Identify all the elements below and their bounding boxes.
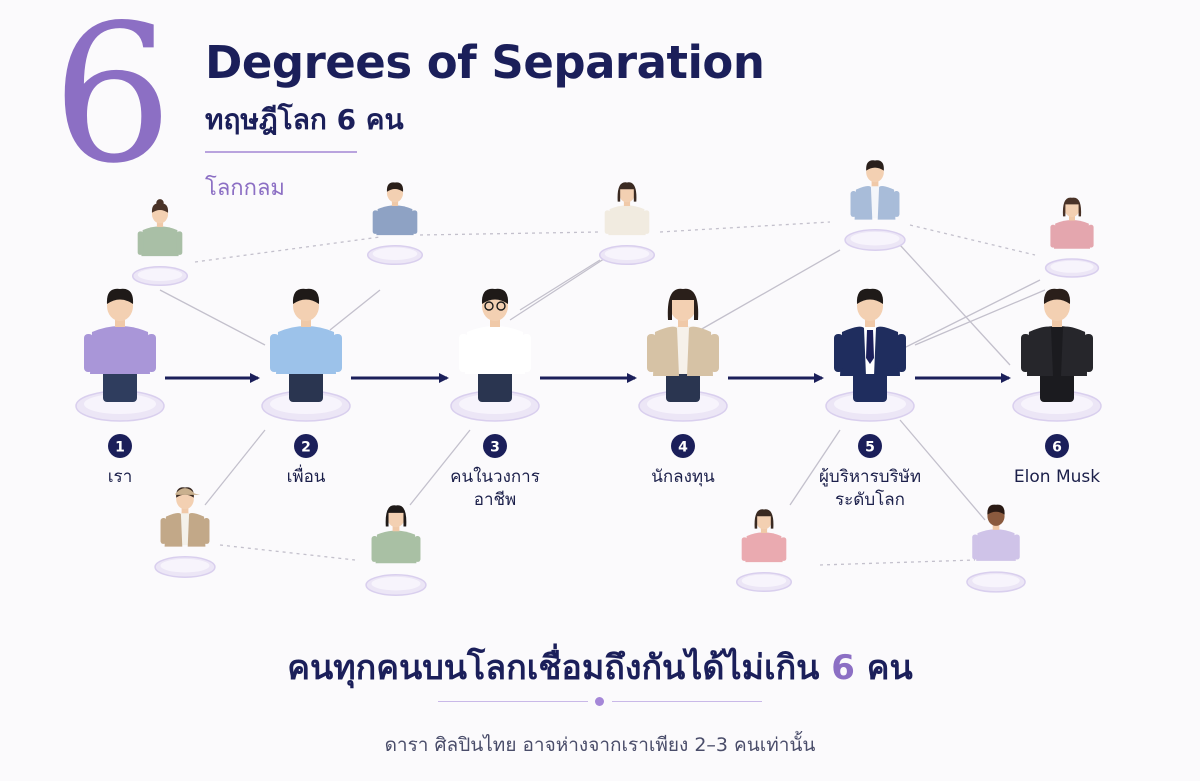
connector-line [909, 224, 1036, 256]
step-label-line: ระดับโลก [835, 489, 905, 510]
step-label-line: Elon Musk [1013, 467, 1101, 487]
person-bg-man-blue [844, 160, 906, 251]
step-label-line: เรา [107, 467, 133, 487]
person-industry [450, 288, 540, 422]
person-elon-musk [1012, 288, 1102, 422]
step-label-2: เพื่อน [221, 466, 391, 489]
title-divider [205, 151, 357, 153]
connector-line [194, 236, 381, 263]
step-badge-2: 2 [294, 434, 318, 458]
step-badge-5: 5 [858, 434, 882, 458]
footnote: ดารา ศิลปินไทย อาจห่างจากเราเพียง 2–3 คน… [384, 734, 816, 756]
connector-line [519, 259, 601, 311]
page-title: Degrees of Separation [205, 36, 765, 89]
step-badge-4: 4 [671, 434, 695, 458]
svg-text:4: 4 [678, 440, 688, 456]
person-bg-boy-backpack [366, 182, 424, 266]
connector-line [659, 221, 831, 233]
svg-text:5: 5 [865, 440, 875, 456]
step-label-5: ผู้บริหารบริษัทระดับโลก [785, 466, 955, 512]
person-executive [825, 288, 915, 422]
connector-line [819, 559, 976, 566]
step-label-1: เรา [35, 466, 205, 489]
connector-line [329, 289, 381, 331]
connector-line [899, 419, 986, 521]
step-badge-3: 3 [483, 434, 507, 458]
connector-line [204, 429, 266, 506]
connector-line [914, 289, 1046, 346]
person-bg-woman-green [131, 199, 189, 287]
big-six-numeral: 6 [52, 0, 173, 205]
step-label-line: ผู้บริหารบริษัท [818, 467, 922, 487]
connector-line [219, 544, 356, 561]
svg-text:1: 1 [115, 440, 125, 456]
step-label-line: คนในวงการ [450, 467, 540, 487]
person-friend [261, 288, 351, 422]
person-bg-woman-sage [365, 505, 427, 596]
connector-line [409, 429, 471, 506]
svg-text:2: 2 [301, 440, 311, 456]
connector-line [879, 279, 1041, 361]
tagline: โลกกลม [205, 176, 285, 201]
person-we [75, 288, 165, 422]
svg-text:6: 6 [1052, 440, 1062, 456]
step-badge-6: 6 [1045, 434, 1069, 458]
person-bg-man-cap [154, 487, 216, 578]
step-label-line: อาชีพ [473, 489, 517, 510]
person-investor [638, 288, 728, 422]
step-label-line: เพื่อน [286, 467, 326, 487]
step-label-4: นักลงทุน [598, 466, 768, 489]
footer-dot [595, 697, 604, 706]
svg-text:3: 3 [490, 440, 500, 456]
step-badge-1: 1 [108, 434, 132, 458]
person-bg-woman-cream [598, 182, 656, 266]
footer-rule-right [612, 701, 762, 702]
person-bg-woman-lavender [966, 504, 1026, 593]
connector-line [789, 429, 841, 506]
person-bg-woman-pink-top [1044, 197, 1100, 278]
connector-line [419, 231, 601, 236]
step-label-line: นักลงทุน [651, 467, 715, 487]
person-bg-woman-pink [735, 509, 793, 593]
connector-line [509, 254, 611, 321]
connector-line [159, 289, 266, 346]
page-subtitle: ทฤษฎีโลก 6 คน [205, 103, 404, 136]
footer-rule-left [438, 701, 588, 702]
headline: คนทุกคนบนโลกเชื่อมถึงกันได้ไม่เกิน 6 คน [287, 648, 913, 688]
connector-line [699, 249, 841, 331]
connector-line [899, 244, 1011, 366]
step-label-6: Elon Musk [972, 466, 1142, 489]
step-label-3: คนในวงการอาชีพ [410, 466, 580, 512]
